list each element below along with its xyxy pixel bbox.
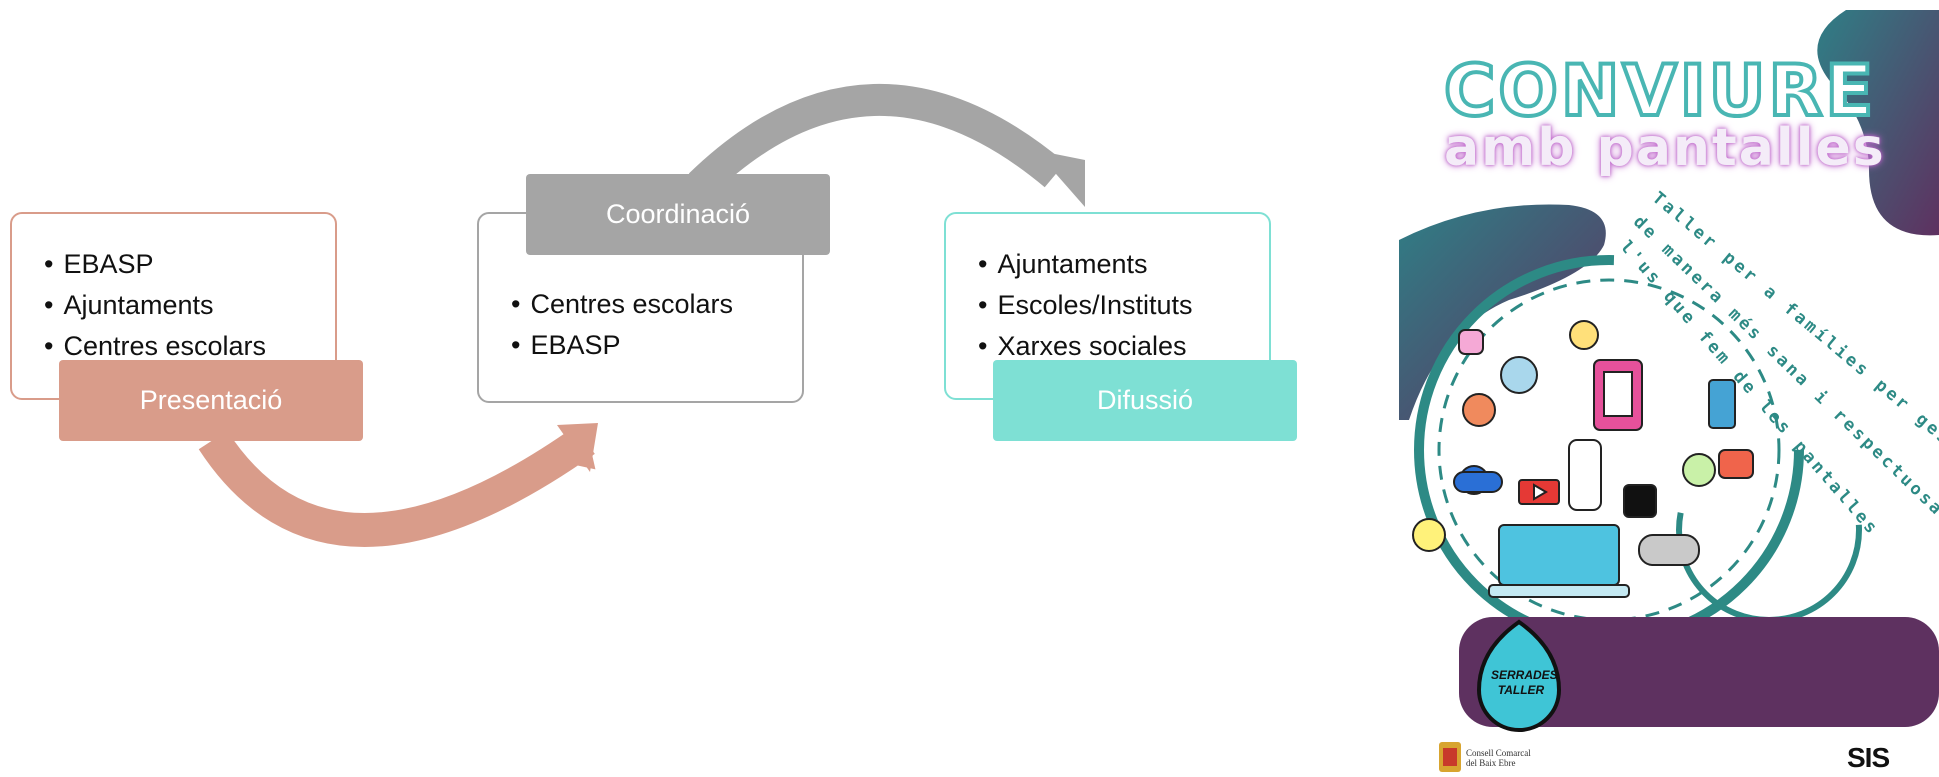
presentacio-list: EBASP Ajuntaments Centres escolars <box>44 244 335 367</box>
list-item: Centres escolars <box>44 326 335 367</box>
list-item: Ajuntaments <box>44 285 335 326</box>
coordinacio-list: Centres escolars EBASP <box>511 284 802 366</box>
list-item: Xarxes sociales <box>978 326 1269 367</box>
difusio-list: Ajuntaments Escoles/Instituts Xarxes soc… <box>978 244 1269 367</box>
sis-logo: SIS <box>1847 742 1890 773</box>
list-item: EBASP <box>511 325 802 366</box>
arrow-presentacio-to-coordinacio <box>198 426 595 547</box>
process-arrows <box>198 83 1085 547</box>
poster-title-line2: amb pantalles <box>1444 118 1886 178</box>
workshop-poster: CONVIURE amb pantalles Taller per a famí… <box>1399 0 1939 777</box>
list-item: Escoles/Instituts <box>978 285 1269 326</box>
bottom-banner <box>1459 617 1939 727</box>
devices-illustration <box>1412 320 1754 598</box>
poster-graphics <box>1399 10 1939 772</box>
list-item: Ajuntaments <box>978 244 1269 285</box>
drop-logo <box>1476 619 1562 732</box>
arrowhead-coordinacio <box>1035 150 1085 207</box>
difusio-label: Difussió <box>993 360 1297 441</box>
consell-comarcal-logo: Consell Comarcal del Baix Ebre <box>1466 748 1531 768</box>
presentacio-label: Presentació <box>59 360 363 441</box>
drop-logo-text: SERRADES TALLER <box>1491 668 1558 697</box>
left-blob <box>1399 204 1606 420</box>
arrow-coordinacio-to-difusio <box>688 83 1066 197</box>
list-item: Centres escolars <box>511 284 802 325</box>
coordinacio-label: Coordinació <box>526 174 830 255</box>
top-right-blob <box>1817 10 1939 236</box>
poster-title-line1: CONVIURE <box>1442 48 1877 134</box>
list-item: EBASP <box>44 244 335 285</box>
